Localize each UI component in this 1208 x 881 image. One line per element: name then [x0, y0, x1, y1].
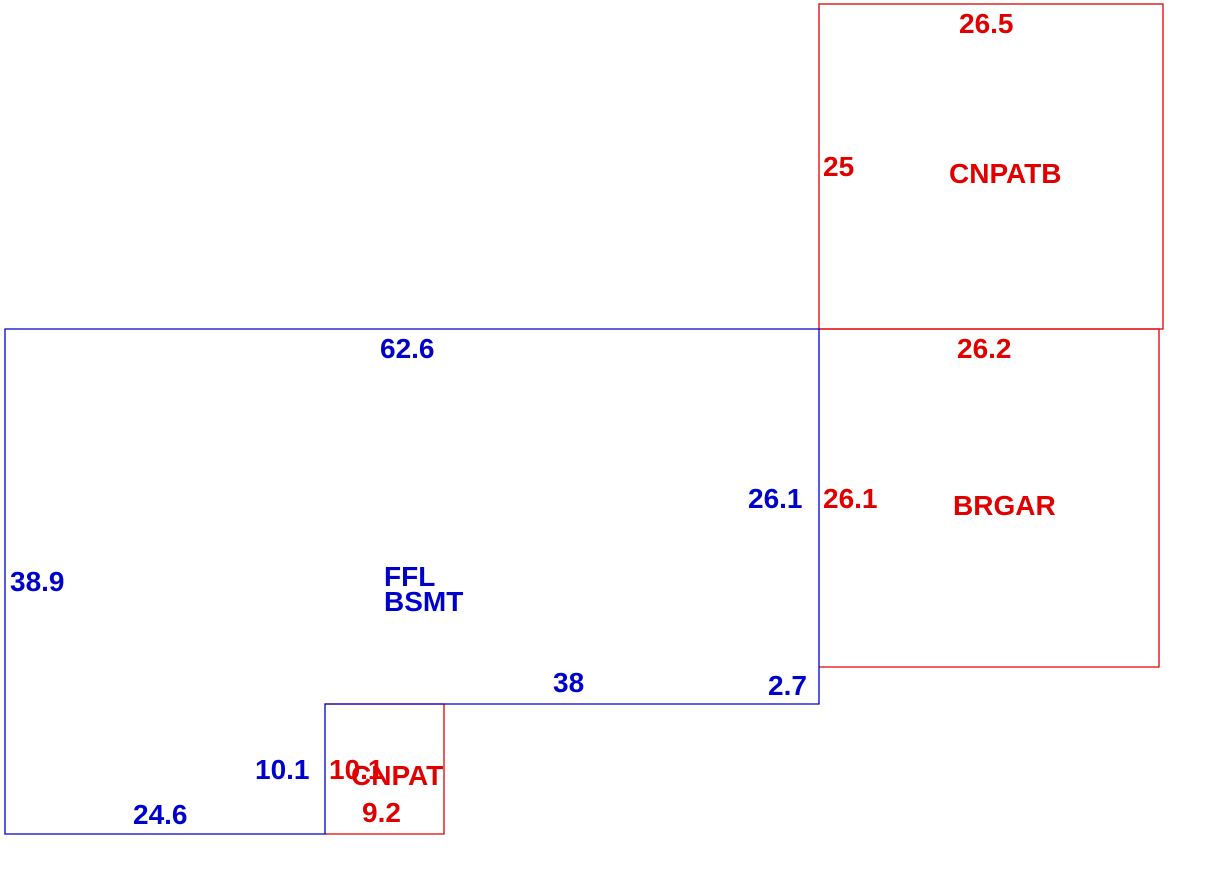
main-dim-left: 38.9: [10, 566, 65, 597]
patio-top-dim-top: 26.5: [959, 8, 1014, 39]
garage-label: BRGAR: [953, 490, 1056, 521]
garage-dim-top: 26.2: [957, 333, 1012, 364]
garage-outline: [819, 328, 1160, 668]
main-area-label-line2: BSMT: [384, 586, 463, 617]
patio-small-dim-left: 10.1: [329, 754, 384, 785]
patio-top-label: CNPATB: [949, 158, 1062, 189]
patio-top-dim-left: 25: [823, 151, 854, 182]
patio-small-label: CNPAT: [351, 760, 443, 791]
main-area-label-line1: FFL: [384, 561, 435, 592]
main-dim-notch-left: 10.1: [255, 754, 310, 785]
main-dim-right-upper: 26.1: [748, 483, 803, 514]
main-area-outline: [4, 328, 820, 835]
main-dim-top: 62.6: [380, 333, 435, 364]
main-dim-bottom: 24.6: [133, 799, 188, 830]
main-dim-step-top: 38: [553, 667, 584, 698]
patio-small-dim-bottom: 9.2: [362, 797, 401, 828]
garage-dim-left: 26.1: [823, 483, 878, 514]
main-dim-step-right: 2.7: [768, 670, 807, 701]
